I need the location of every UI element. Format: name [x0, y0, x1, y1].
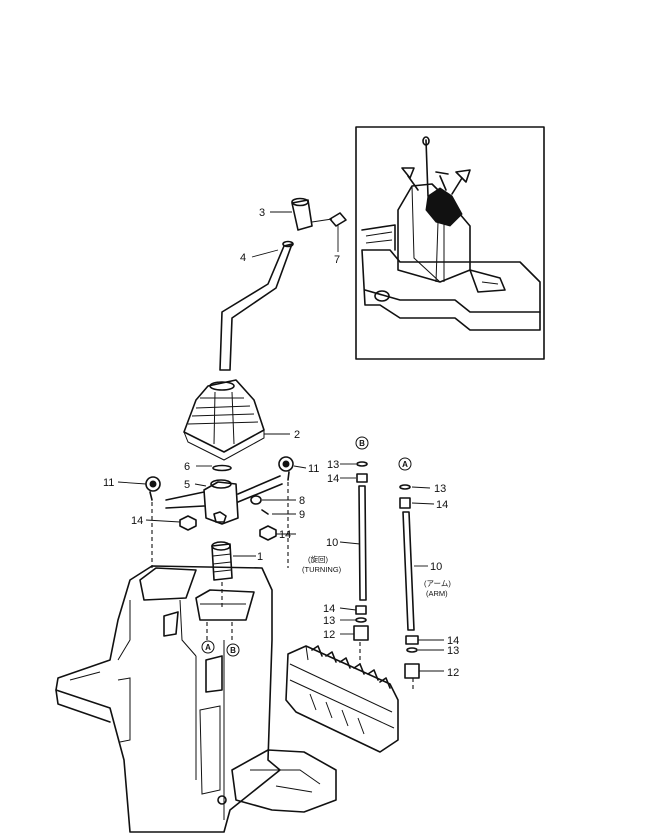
console-base — [55, 565, 337, 833]
part-label-6: 6 — [184, 461, 190, 473]
part-label-12-right: 12 — [447, 667, 459, 679]
part-label-13-a: 13 — [327, 459, 339, 471]
marker-b-bottom — [226, 643, 240, 657]
part-label-5: 5 — [184, 479, 190, 491]
part-label-14-c: 14 — [436, 499, 448, 511]
marker-a-bottom — [201, 640, 215, 654]
rod-label-swing-jp: (旋回) — [308, 554, 328, 564]
marker-b-top-text: B — [359, 439, 365, 448]
part-label-14-a: 14 — [327, 473, 339, 485]
rod-label-swing-en: (TURNING) — [302, 565, 342, 574]
part-label-12-left: 12 — [323, 629, 335, 641]
rod-left-assembly — [353, 461, 369, 641]
part-label-9: 9 — [299, 509, 305, 521]
rod-label-arm-jp: (アーム) — [424, 579, 451, 588]
leader-lines — [117, 211, 444, 672]
control-valve — [285, 645, 399, 753]
part-label-2: 2 — [294, 429, 300, 441]
part-label-14-b: 14 — [323, 603, 335, 615]
part-label-11-left: 11 — [103, 477, 114, 489]
marker-b-bottom-text: B — [230, 646, 236, 655]
rod-right-assembly — [399, 484, 420, 679]
gimbal-assembly — [145, 456, 294, 581]
reference-markers: B A A B — [201, 436, 412, 657]
part-label-14-d: 14 — [447, 635, 459, 647]
part-label-13-b: 13 — [323, 615, 335, 627]
part-label-8: 8 — [299, 495, 305, 507]
part-label-13-c: 13 — [434, 483, 446, 495]
marker-a-top — [398, 457, 412, 471]
alignment-lines — [151, 482, 414, 692]
marker-b-top — [355, 436, 369, 450]
marker-a-top-text: A — [402, 460, 408, 469]
part-label-3: 3 — [259, 207, 265, 219]
part-label-14-left: 14 — [131, 515, 143, 527]
part-label-1: 1 — [257, 551, 263, 563]
marker-a-bottom-text: A — [205, 643, 211, 652]
part-labels: 3 7 4 2 6 5 11 11 8 9 14 14 1 13 14 10 (… — [103, 207, 459, 679]
part-label-10-right: 10 — [430, 561, 442, 573]
part-label-11-right: 11 — [308, 463, 319, 475]
rod-label-arm-en: (ARM) — [426, 589, 448, 598]
part-label-10-left: 10 — [326, 537, 338, 549]
part-label-4: 4 — [240, 252, 246, 264]
part-label-14-right: 14 — [279, 529, 291, 541]
part-label-13-d: 13 — [447, 645, 459, 657]
lever-assembly — [183, 197, 347, 461]
inset-view — [355, 126, 545, 360]
part-label-7: 7 — [334, 254, 340, 266]
